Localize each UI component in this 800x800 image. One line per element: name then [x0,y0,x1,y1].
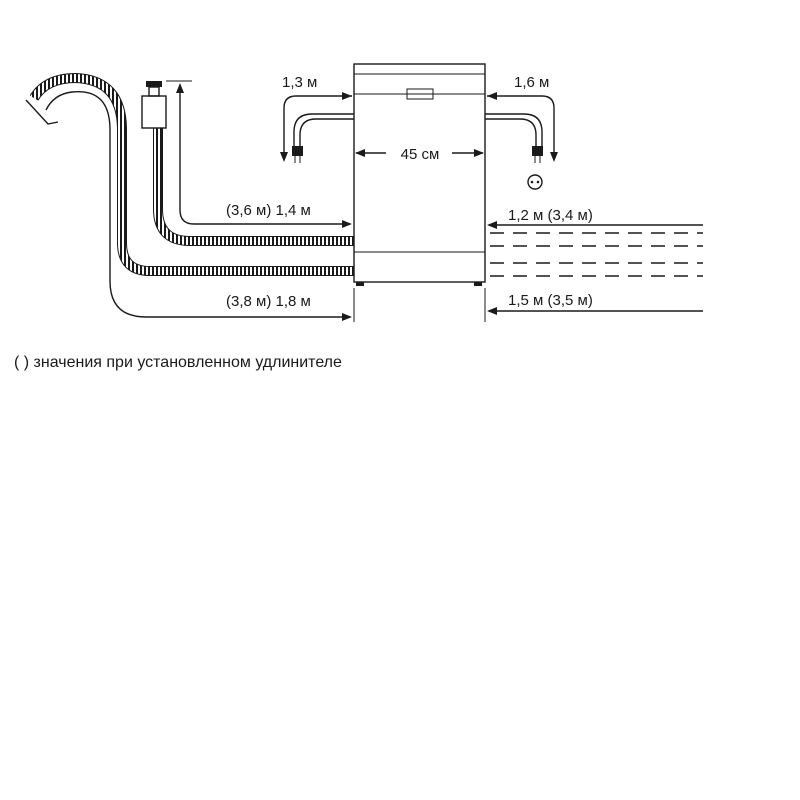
inlet-hose-left: (3,6 м) 1,4 м [141,80,354,246]
hoses-right [490,232,703,277]
inlet-hose-right: 1,2 м (3,4 м) [487,207,703,229]
power-cable-left-label: 1,3 м [282,74,317,91]
drain-hose-left: (3,8 м) 1,8 м [25,72,354,321]
width-dimension: 45 см [355,146,484,163]
power-outlet-icon [527,174,543,190]
power-cable-right-label: 1,6 м [514,74,549,91]
drain-hook-icon [25,99,59,125]
dishwasher [353,63,486,286]
inlet-hose-left-label: (3,6 м) 1,4 м [226,202,311,219]
plug-right-icon [532,146,543,156]
footnote: ( ) значения при установленном удлинител… [14,354,342,371]
left-foot [356,282,364,286]
drain-hose-left-label: (3,8 м) 1,8 м [226,293,311,310]
plug-left-icon [292,146,303,156]
power-cable-right: 1,6 м [485,74,558,190]
power-cable-left: 1,3 м [280,74,354,163]
width-label: 45 см [401,146,440,163]
water-valve-icon [141,81,167,129]
drain-hose-right-label: 1,5 м (3,5 м) [508,292,593,309]
right-foot [474,282,482,286]
inlet-hose-right-label: 1,2 м (3,4 м) [508,207,593,224]
drain-hose-right: 1,5 м (3,5 м) [487,292,703,315]
control-display [406,88,434,100]
